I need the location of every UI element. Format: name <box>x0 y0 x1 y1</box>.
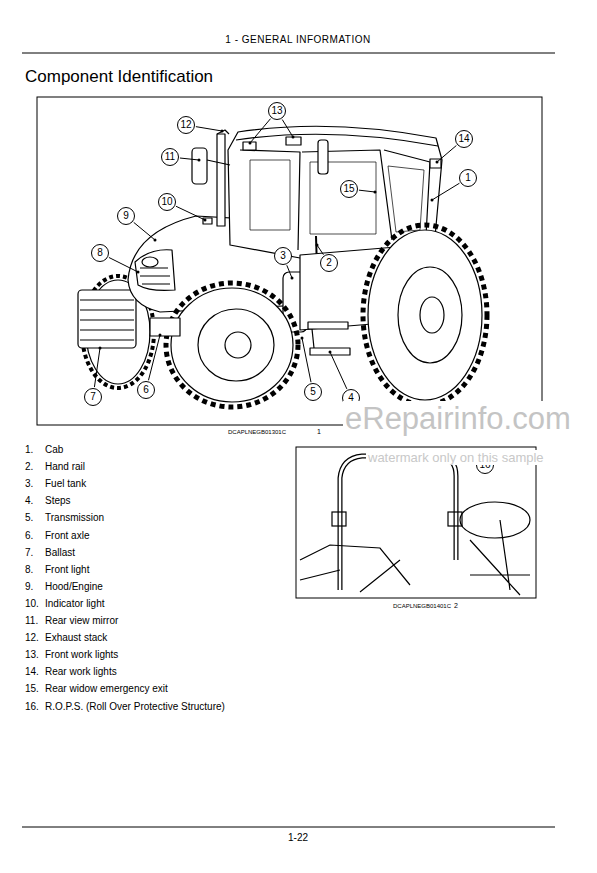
leader-line <box>94 348 100 387</box>
rule-line <box>22 827 555 828</box>
leader-end <box>436 161 439 164</box>
header-text: 1 - GENERAL INFORMATION <box>225 34 370 45</box>
list-number: 8. <box>25 564 33 575</box>
leader-line <box>359 190 375 192</box>
list-number: 3. <box>25 478 33 489</box>
leader-end <box>159 334 162 337</box>
callout-number: 3 <box>274 247 292 265</box>
list-number: 2. <box>25 461 33 472</box>
list-number: 16. <box>25 701 39 712</box>
leader-end <box>198 159 201 162</box>
callout-number: 8 <box>91 244 109 262</box>
list-item: Transmission <box>45 512 104 523</box>
watermark: watermark only on this sample <box>366 450 546 465</box>
leader-line <box>330 352 347 389</box>
leader-end <box>291 277 294 280</box>
rule-line <box>22 53 555 54</box>
callout-number: 12 <box>177 116 195 134</box>
leader-end <box>204 219 207 222</box>
list-item: R.O.P.S. (Roll Over Protective Structure… <box>45 701 225 712</box>
leader-end <box>431 199 434 202</box>
leader-end <box>301 337 304 340</box>
callout-number: 5 <box>304 383 322 401</box>
callout-number: 9 <box>117 207 135 225</box>
leader-line <box>250 119 271 143</box>
leader-line <box>287 265 292 278</box>
leader-line <box>180 158 199 160</box>
callout-number: 10 <box>158 193 176 211</box>
leader-end <box>292 136 295 139</box>
list-number: 5. <box>25 512 33 523</box>
page-number: 1-22 <box>288 832 308 843</box>
figure-frame <box>296 447 536 598</box>
list-item: Exhaust stack <box>45 632 107 643</box>
list-item: Rear view mirror <box>45 615 118 626</box>
callout-number: 13 <box>268 102 286 120</box>
list-item: Front axle <box>45 530 89 541</box>
list-item: Front work lights <box>45 649 118 660</box>
figure-code: DCAPLNEGB01301C <box>228 429 286 435</box>
list-item: Hood/Engine <box>45 581 103 592</box>
list-item: Hand rail <box>45 461 85 472</box>
leader-line <box>282 120 293 137</box>
page-title: Component Identification <box>25 67 213 87</box>
callout-number: 11 <box>161 148 179 166</box>
leader-end <box>329 351 332 354</box>
tractor-drawing <box>78 126 487 407</box>
callout-number: 15 <box>340 180 358 198</box>
figure-number: 1 <box>317 428 321 435</box>
leader-line <box>109 257 138 272</box>
watermark: eRepairinfo.com <box>343 401 573 437</box>
callout-number: 14 <box>455 130 473 148</box>
figure-number: 2 <box>454 602 458 609</box>
list-number: 4. <box>25 495 33 506</box>
rops-drawing <box>300 456 530 595</box>
leader-line <box>432 183 459 200</box>
list-number: 13. <box>25 649 39 660</box>
leader-line <box>302 338 311 382</box>
callout-number: 1 <box>459 169 477 187</box>
leader-line <box>134 222 155 240</box>
list-number: 10. <box>25 598 39 609</box>
leader-end <box>374 191 377 194</box>
list-item: Ballast <box>45 547 75 558</box>
list-number: 14. <box>25 666 39 677</box>
leader-line <box>148 335 160 380</box>
leader-line <box>317 245 323 255</box>
list-number: 9. <box>25 581 33 592</box>
leader-line <box>176 206 205 220</box>
leader-end <box>154 239 157 242</box>
list-item: Cab <box>45 444 63 455</box>
list-item: Rear widow emergency exit <box>45 683 168 694</box>
leader-end <box>316 244 319 247</box>
list-number: 7. <box>25 547 33 558</box>
leader-end <box>221 130 224 133</box>
callout-number: 6 <box>137 381 155 399</box>
callout-number: 2 <box>320 254 338 272</box>
list-number: 11. <box>25 615 38 626</box>
figure-frame <box>37 97 542 425</box>
leader-end <box>137 271 140 274</box>
list-item: Steps <box>45 495 71 506</box>
list-item: Fuel tank <box>45 478 86 489</box>
list-number: 15. <box>25 683 39 694</box>
callout-number: 7 <box>84 388 102 406</box>
leader-line <box>196 127 222 131</box>
list-number: 6. <box>25 530 33 541</box>
list-number: 1. <box>25 444 33 455</box>
leader-line <box>437 145 456 162</box>
list-item: Front light <box>45 564 89 575</box>
leader-end <box>99 347 102 350</box>
list-item: Indicator light <box>45 598 104 609</box>
list-item: Rear work lights <box>45 666 117 677</box>
list-number: 12. <box>25 632 39 643</box>
leader-end <box>249 142 252 145</box>
figure-code: DCAPLNEGB01401C <box>393 603 451 609</box>
